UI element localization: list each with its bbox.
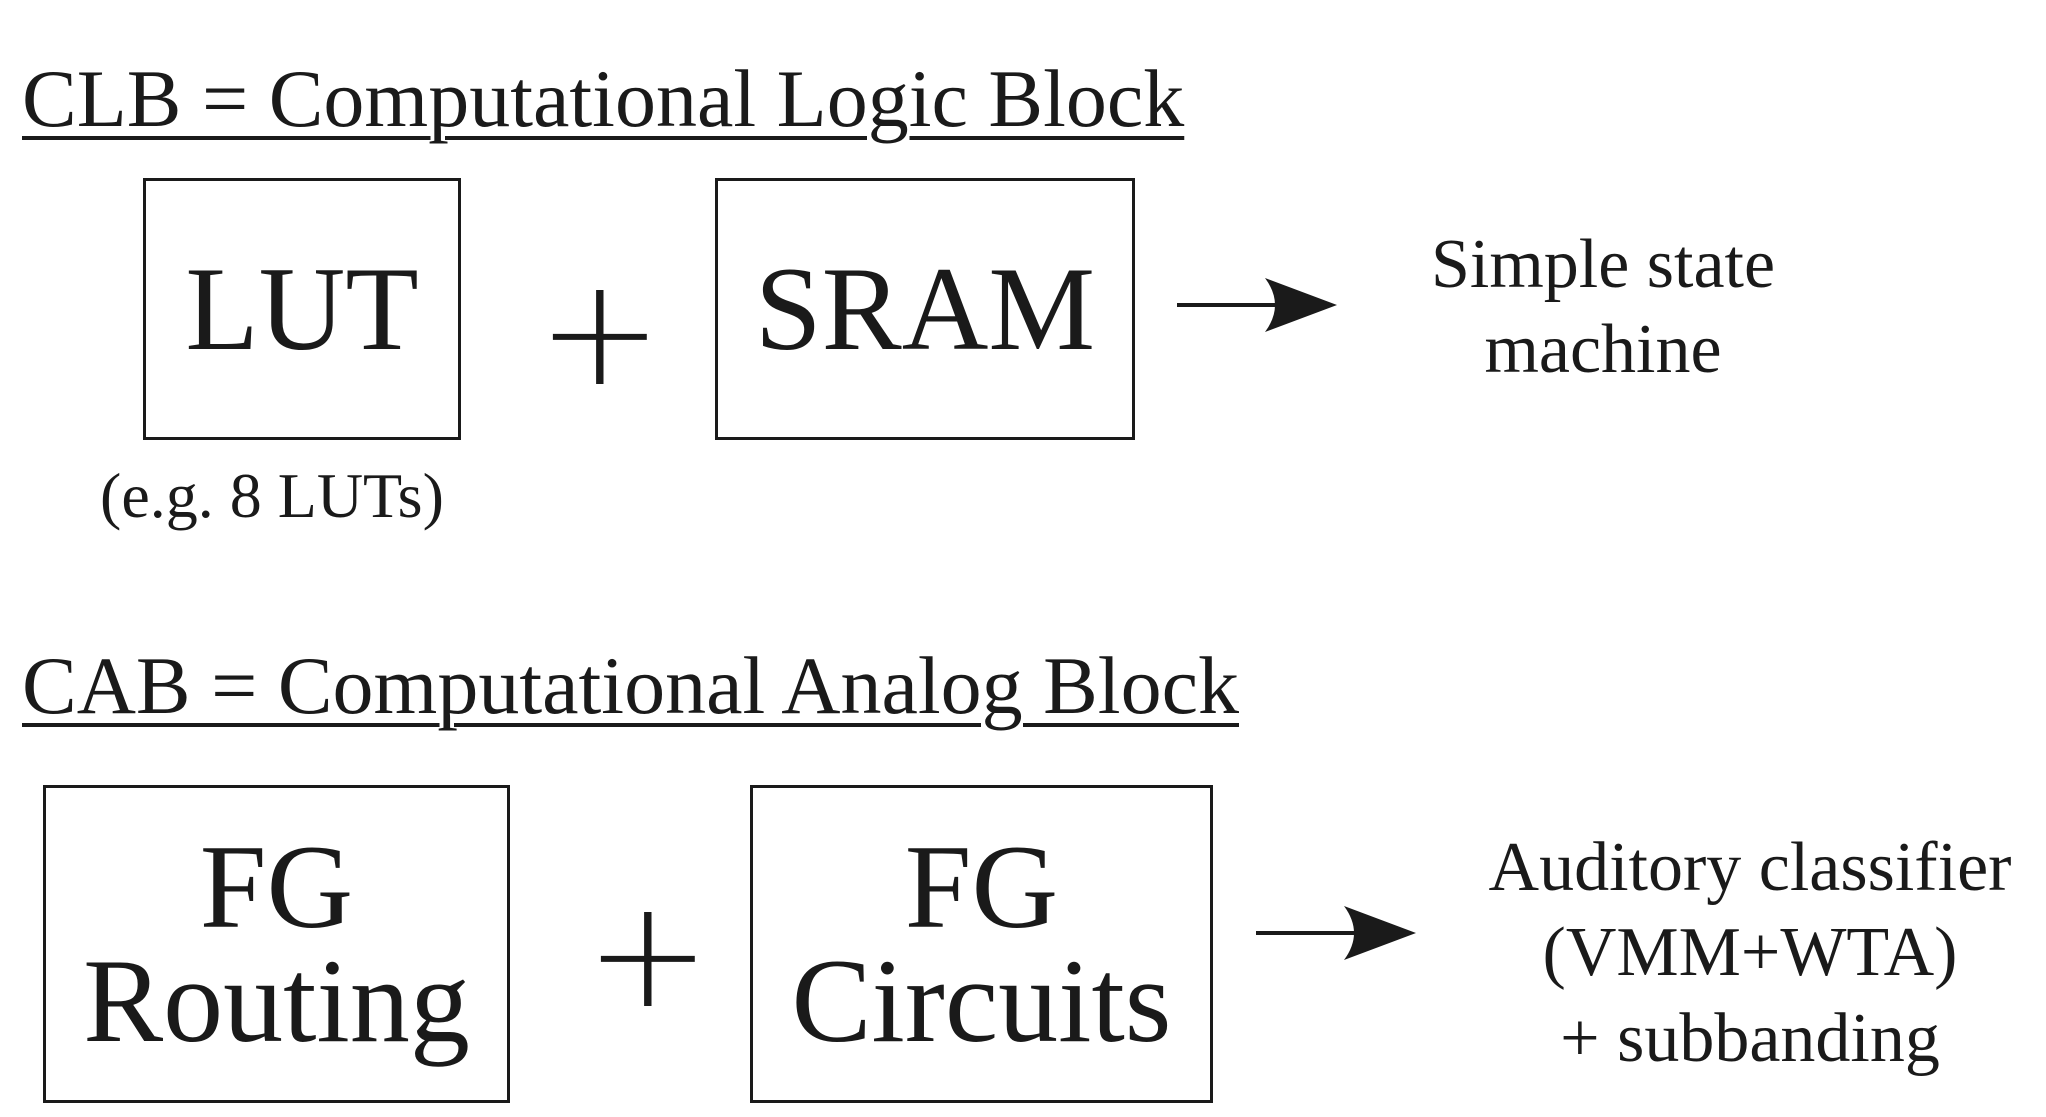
clb-result: Simple state machine xyxy=(1398,222,1808,393)
clb-plus-sign: + xyxy=(537,246,663,420)
fg-circuits-box: FG Circuits xyxy=(750,785,1213,1103)
fg-routing-line-2: Routing xyxy=(83,934,470,1067)
fg-circuits-line-1: FG xyxy=(904,820,1059,953)
sram-box: SRAM xyxy=(715,178,1135,440)
clb-arrow-icon xyxy=(1177,278,1337,332)
fg-routing-line-1: FG xyxy=(199,820,354,953)
cab-result-line-3: + subbanding xyxy=(1560,999,1940,1077)
clb-result-line-2: machine xyxy=(1484,311,1722,389)
fg-routing-box-label: FG Routing xyxy=(83,820,470,1067)
cab-plus-sign: + xyxy=(585,868,711,1042)
fg-circuits-box-label: FG Circuits xyxy=(791,820,1172,1067)
fg-circuits-line-2: Circuits xyxy=(791,934,1172,1067)
lut-caption: (e.g. 8 LUTs) xyxy=(100,460,444,531)
fg-routing-box: FG Routing xyxy=(43,785,510,1103)
cab-result-line-1: Auditory classifier xyxy=(1488,829,2012,906)
clb-heading: CLB = Computational Logic Block xyxy=(22,53,1185,144)
clb-result-line-1: Simple state xyxy=(1430,226,1776,303)
lut-box-label: LUT xyxy=(185,242,419,375)
sram-box-label: SRAM xyxy=(754,242,1096,375)
cab-arrow-icon xyxy=(1256,906,1416,960)
cab-result-line-2: (VMM+WTA) xyxy=(1542,914,1958,992)
cab-result: Auditory classifier (VMM+WTA) + subbandi… xyxy=(1460,825,2040,1081)
lut-box: LUT xyxy=(143,178,461,440)
cab-heading: CAB = Computational Analog Block xyxy=(22,640,1239,731)
